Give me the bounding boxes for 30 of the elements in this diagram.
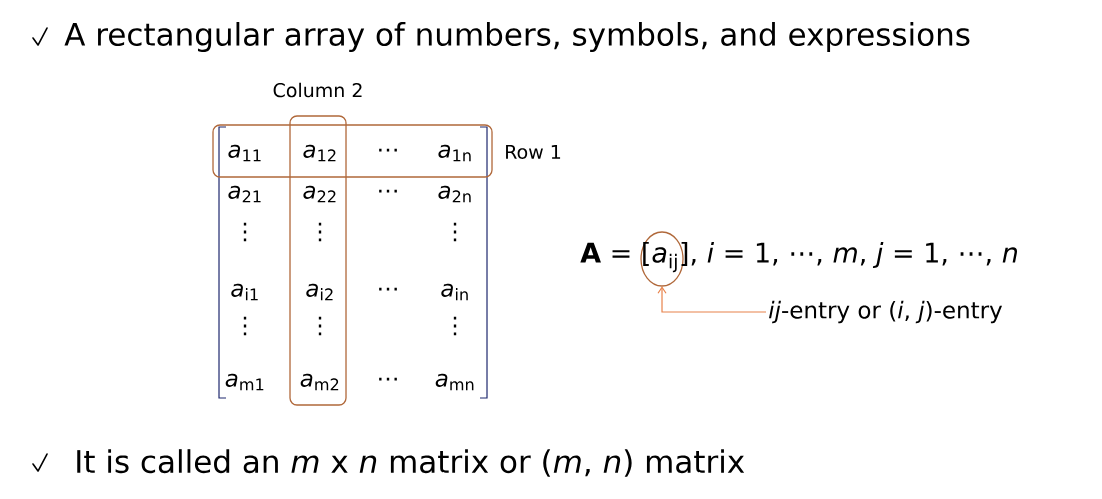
highlight-box [212,124,493,178]
matrix-entry: ⋮ [243,316,247,336]
group-label: Row 1 [506,144,561,160]
matrix-entry: ⋯ [379,148,397,152]
matrix-entry: a$_{21}$ [228,185,261,203]
matrix-entry: ⋮ [453,222,457,242]
matrix-entry: ⋯ [379,189,397,193]
arrow [657,286,767,313]
matrix-entry: ⋯ [379,287,397,291]
matrix-entry: a$_{1n}$ [438,144,471,162]
matrix-entry: ⋮ [243,222,247,242]
highlight-box [289,115,347,406]
matrix-entry: a$_{i2}$ [306,283,333,301]
matrix-entry: a$_{m2}$ [300,373,339,391]
annotation-text: ij-entry or (i, j)-entry [769,300,1002,324]
matrix-entry: a$_{i1}$ [231,283,258,301]
matrix-entry: a$_{12}$ [303,144,336,162]
matrix-entry: ⋯ [379,377,397,381]
matrix-entry: a$_{11}$ [228,144,261,162]
bullet-text: It is called an m x n matrix or (m, n) matrix [77,449,745,477]
matrix-entry: a$_{m1}$ [225,373,264,391]
matrix-entry: ⋮ [318,222,322,242]
matrix-entry: a$_{mn}$ [435,373,474,391]
matrix-entry: ⋮ [453,316,457,336]
bullet-text: A rectangular array of numbers, symbols, and expressions [64,22,970,52]
group-label: Column 2 [273,82,362,98]
matrix-equation: A = [a$_{ij}$], i = 1, ⋯, m, j = 1, ⋯, n [580,241,1017,273]
matrix-entry: a$_{22}$ [303,185,336,203]
matrix-entry: ⋮ [318,316,322,336]
matrix-entry: a$_{in}$ [441,283,468,301]
